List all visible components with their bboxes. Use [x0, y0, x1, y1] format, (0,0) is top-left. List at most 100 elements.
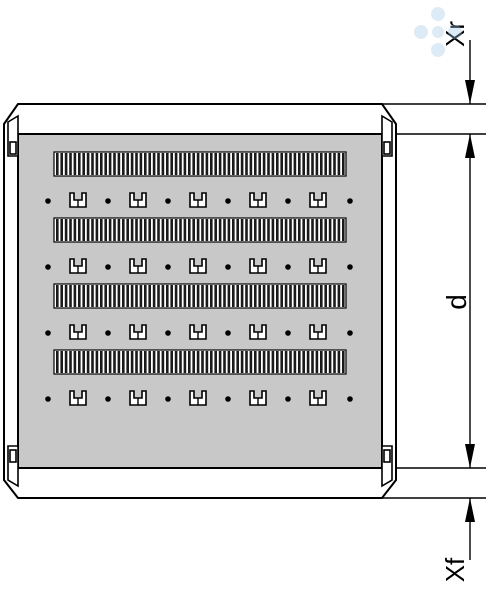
bracket-tab-bottom-left [9, 449, 17, 463]
slot [218, 153, 222, 175]
slot [236, 285, 239, 307]
slot [205, 285, 209, 307]
slot [284, 219, 288, 241]
slot [179, 219, 182, 241]
watermark-dot-right [448, 25, 462, 39]
slot [328, 285, 332, 307]
slot [210, 153, 213, 175]
slot [188, 153, 191, 175]
slot [91, 285, 94, 307]
slot [78, 351, 81, 373]
slot [170, 153, 173, 175]
slot [95, 351, 99, 373]
slot [130, 219, 134, 241]
slot [56, 153, 59, 175]
slot [324, 219, 327, 241]
mounting-hole [105, 264, 111, 270]
slot [108, 219, 112, 241]
mounting-hole [225, 396, 231, 402]
watermark-dot-left [414, 25, 428, 39]
bracket-tab-bottom-right [383, 449, 391, 463]
slot [135, 285, 138, 307]
dimension-label-xf: Xf [440, 557, 470, 582]
slot [100, 351, 103, 373]
slot [267, 285, 270, 307]
dimension-label-d: d [441, 294, 472, 310]
slot [333, 219, 336, 241]
slot [258, 285, 261, 307]
slot [302, 153, 305, 175]
slot [245, 153, 248, 175]
slot [302, 219, 305, 241]
slot [196, 219, 200, 241]
dimension-label-xr: Xr [440, 21, 470, 47]
slot [139, 285, 143, 307]
slot [192, 285, 195, 307]
mounting-hole [45, 198, 51, 204]
slot [126, 285, 129, 307]
slot [298, 351, 301, 373]
slot [306, 153, 310, 175]
watermark-logo [414, 7, 462, 57]
slot [148, 219, 151, 241]
slot [280, 219, 283, 241]
slot [135, 153, 138, 175]
slot [157, 219, 160, 241]
slot [276, 153, 279, 175]
slot-band [53, 151, 347, 177]
slot [130, 153, 134, 175]
slot-band [53, 217, 347, 243]
slot [188, 351, 191, 373]
mounting-hole [105, 396, 111, 402]
watermark-dot-top [431, 7, 445, 21]
slot [223, 351, 226, 373]
slot [192, 351, 195, 373]
slot [311, 351, 314, 373]
slot [276, 351, 279, 373]
slot [135, 351, 138, 373]
slot [267, 351, 270, 373]
slot [254, 351, 257, 373]
slot [179, 153, 182, 175]
slot [320, 153, 323, 175]
slot [73, 351, 77, 373]
slot [280, 351, 283, 373]
slot [174, 285, 178, 307]
slot [201, 351, 204, 373]
slot [298, 285, 301, 307]
slot [86, 285, 90, 307]
slot [267, 153, 270, 175]
slot [227, 285, 231, 307]
watermark-dot-bottom [431, 43, 445, 57]
slot [236, 153, 239, 175]
slot [342, 351, 345, 373]
slot [56, 219, 59, 241]
slot [218, 219, 222, 241]
slot [122, 285, 125, 307]
mounting-hole [165, 396, 171, 402]
slot [166, 351, 169, 373]
slot [152, 153, 156, 175]
slot [161, 153, 165, 175]
slot [82, 285, 85, 307]
slot [183, 219, 187, 241]
arrow-xr-down [465, 80, 475, 104]
slot [271, 285, 275, 307]
slot [258, 219, 261, 241]
slot [100, 219, 103, 241]
slot [236, 351, 239, 373]
slot [166, 285, 169, 307]
mounting-hole [347, 330, 353, 336]
slot [240, 153, 244, 175]
slot [166, 219, 169, 241]
slot [91, 351, 94, 373]
slot [122, 153, 125, 175]
slot [113, 285, 116, 307]
slot [126, 219, 129, 241]
slot [342, 219, 345, 241]
slot [249, 285, 253, 307]
slot [104, 351, 107, 373]
slot [108, 285, 112, 307]
slot [196, 351, 200, 373]
